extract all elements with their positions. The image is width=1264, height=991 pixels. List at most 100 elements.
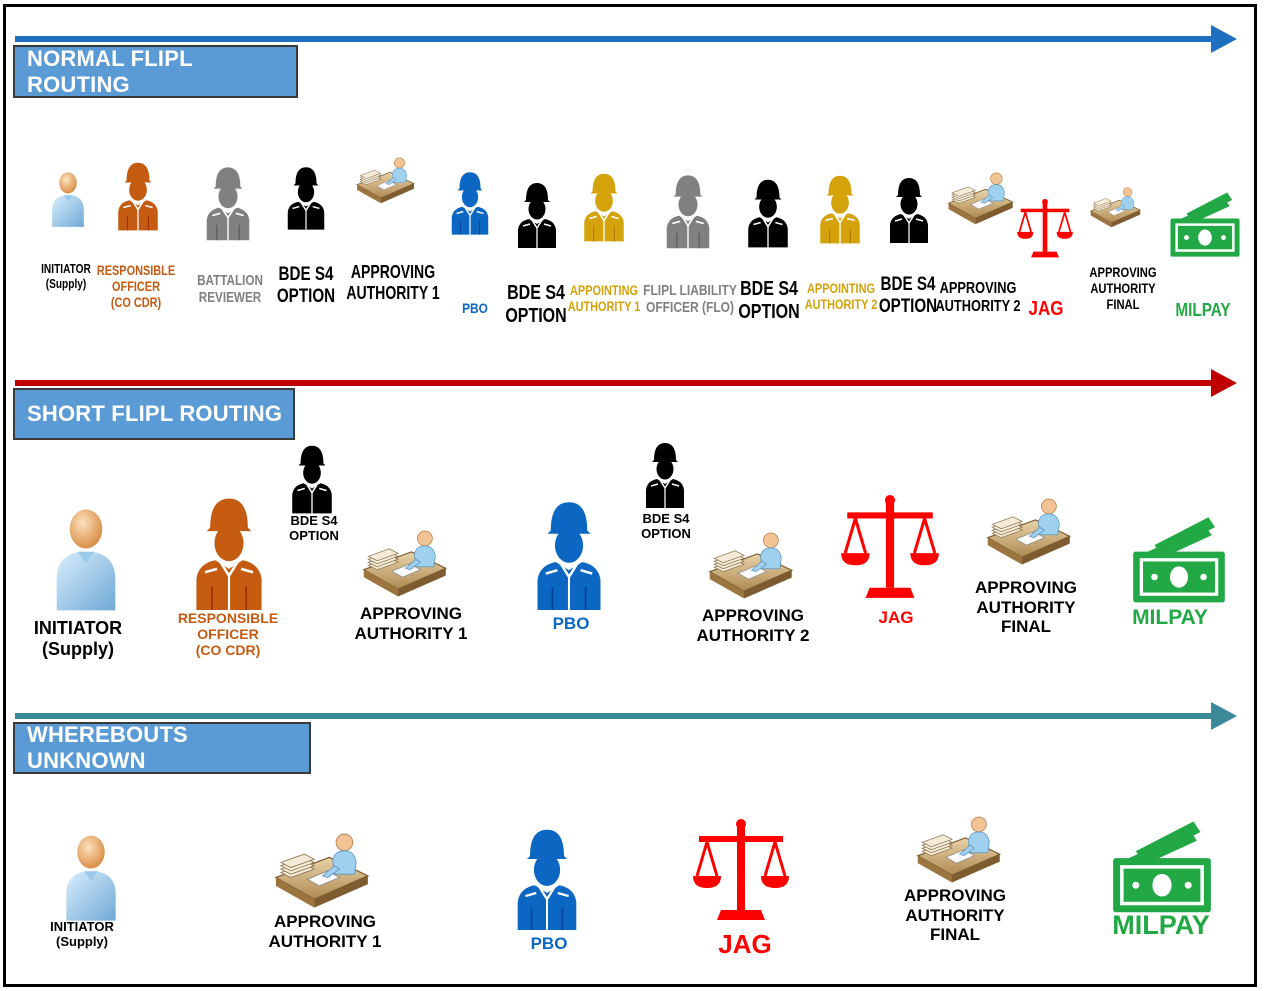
desk-icon xyxy=(906,808,1010,890)
label-line: INITIATOR xyxy=(50,919,114,934)
money-icon xyxy=(1168,172,1242,276)
soldier-icon xyxy=(286,440,338,514)
label-line: OFFICER xyxy=(197,626,259,643)
label-line: PBO xyxy=(552,614,590,633)
soldier-icon xyxy=(512,146,562,280)
label-line: AUTHORITY xyxy=(905,905,1005,925)
person-icon xyxy=(44,498,128,612)
label-line: JAG xyxy=(1028,298,1064,320)
wu-step-label: PBO xyxy=(459,934,639,954)
soldier-icon xyxy=(814,146,866,268)
label-line: OFFICER (FLO) xyxy=(646,299,734,317)
label-line: APPOINTING xyxy=(570,282,638,298)
label-line: (CO CDR) xyxy=(110,294,162,311)
soldier-icon xyxy=(112,130,164,258)
label-line: OPTION xyxy=(878,295,938,317)
label-line: BDE S4 xyxy=(278,264,334,285)
soldier-icon xyxy=(640,438,690,508)
soldier-icon xyxy=(660,144,716,274)
label-line: BDE S4 xyxy=(290,513,338,528)
label-line: APPROVING xyxy=(350,262,436,282)
normal-step-label: JAG xyxy=(970,298,1123,321)
label-line: AUTHORITY 2 xyxy=(696,625,810,645)
normal-routing-title: NORMAL FLIPL ROUTING xyxy=(13,45,298,98)
label-line: APPROVING xyxy=(1089,264,1157,280)
label-line: AUTHORITY xyxy=(1090,280,1156,297)
label-line: JAG xyxy=(878,608,914,627)
scales-icon xyxy=(838,492,942,604)
scales-icon xyxy=(688,816,794,926)
soldier-icon xyxy=(282,132,330,260)
label-line: BDE S4 xyxy=(740,278,798,300)
label-line: APPROVING xyxy=(359,604,463,623)
desk-icon xyxy=(262,824,380,916)
short-step-label: MILPAY xyxy=(1080,606,1260,630)
scales-icon xyxy=(1016,166,1074,292)
label-line: OPTION xyxy=(289,527,339,543)
label-line: RESPONSIBLE xyxy=(177,610,279,626)
wu-step-label: MILPAY xyxy=(1071,910,1251,941)
money-icon xyxy=(1120,514,1238,604)
label-line: RESPONSIBLE xyxy=(96,262,176,278)
label-line: APPROVING xyxy=(903,886,1007,905)
soldier-icon xyxy=(200,140,256,262)
label-line: PBO xyxy=(530,934,568,953)
short-routing-arrow xyxy=(15,369,1237,397)
label-line: INITIATOR xyxy=(41,261,91,276)
label-line: AUTHORITY 1 xyxy=(354,623,468,643)
wherebouts-unknown-arrow xyxy=(15,702,1237,730)
label-line: OFFICER xyxy=(112,278,160,295)
label-line: (CO CDR) xyxy=(195,642,261,659)
label-line: APPROVING xyxy=(273,912,377,931)
desk-icon xyxy=(1088,172,1142,242)
normal-routing-arrow xyxy=(15,25,1237,53)
label-line: MILPAY xyxy=(1112,910,1210,940)
soldier-icon xyxy=(446,144,494,258)
short-routing-title: SHORT FLIPL ROUTING xyxy=(13,388,295,440)
label-line: APPROVING xyxy=(701,606,805,625)
label-line: OPTION xyxy=(276,285,336,307)
soldier-icon xyxy=(884,146,934,270)
desk-icon xyxy=(354,130,416,230)
label-line: AUTHORITY 1 xyxy=(346,282,440,303)
soldier-icon xyxy=(578,144,630,266)
diagram-frame xyxy=(3,4,1257,987)
label-line: APPROVING xyxy=(939,280,1017,297)
desk-icon xyxy=(945,160,1015,236)
label-line: APPROVING xyxy=(974,578,1078,597)
label-line: APPOINTING xyxy=(807,280,875,296)
label-line: BDE S4 xyxy=(880,274,936,295)
normal-step-label: MILPAY xyxy=(1127,300,1264,321)
label-line: MILPAY xyxy=(1175,300,1231,320)
desk-icon xyxy=(352,522,456,604)
label-line: AUTHORITY xyxy=(976,597,1076,617)
short-step-label: JAG xyxy=(806,608,986,628)
label-line: FLIPL LIABILITY xyxy=(643,282,737,299)
soldier-icon xyxy=(184,490,274,610)
desk-icon xyxy=(698,524,802,606)
label-line: REVIEWER xyxy=(198,289,262,307)
person-icon xyxy=(46,133,90,261)
label-line: PBO xyxy=(462,300,488,316)
label-line: JAG xyxy=(718,929,772,959)
normal-step-label: PBO xyxy=(399,300,552,316)
wu-step-label: INITIATOR(Supply) xyxy=(0,919,172,950)
soldier-icon xyxy=(526,494,612,610)
label-line: FINAL xyxy=(1000,617,1052,637)
label-line: BDE S4 xyxy=(642,511,690,526)
